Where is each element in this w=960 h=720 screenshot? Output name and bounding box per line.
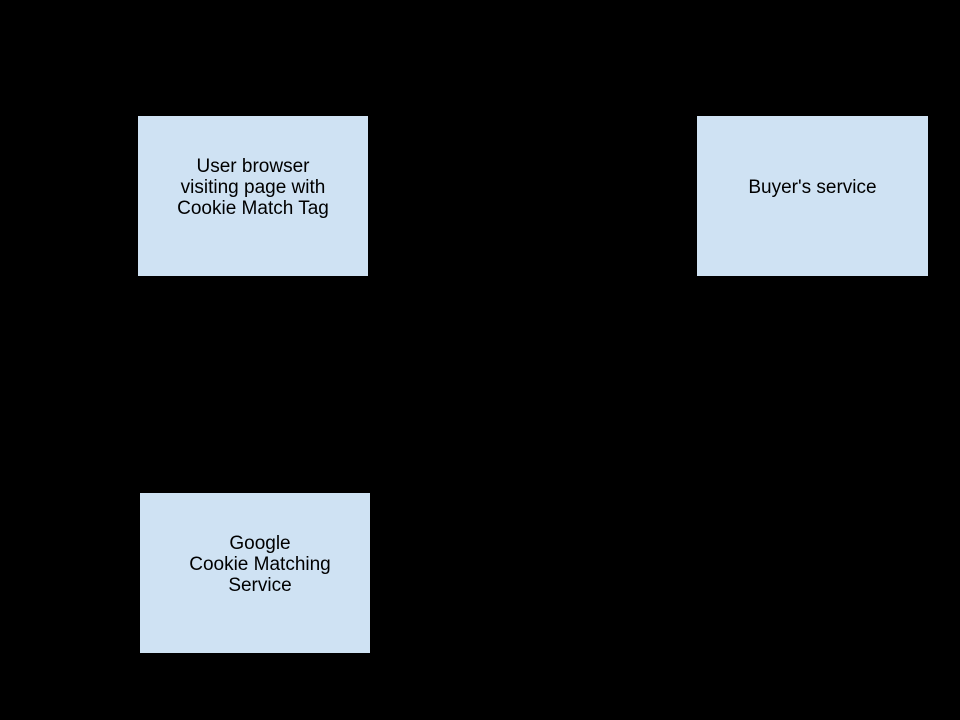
node-label-line: Buyer's service <box>748 177 877 198</box>
node-user-browser-label: User browser visiting page with Cookie M… <box>177 156 329 219</box>
node-google-cookie-matching-service-label: Google Cookie Matching Service <box>189 533 331 596</box>
node-buyers-service: Buyer's service <box>696 115 929 277</box>
node-google-cookie-matching-service: Google Cookie Matching Service <box>139 492 371 654</box>
node-label-line: Cookie Match Tag <box>177 198 329 219</box>
node-label-line: Cookie Matching <box>189 554 331 575</box>
node-label-line: Google <box>229 533 291 554</box>
node-buyers-service-label: Buyer's service <box>748 177 876 198</box>
node-label-line: Service <box>228 575 292 596</box>
node-user-browser: User browser visiting page with Cookie M… <box>137 115 369 277</box>
node-label-line: User browser <box>196 156 310 177</box>
node-label-line: visiting page with <box>180 177 326 198</box>
